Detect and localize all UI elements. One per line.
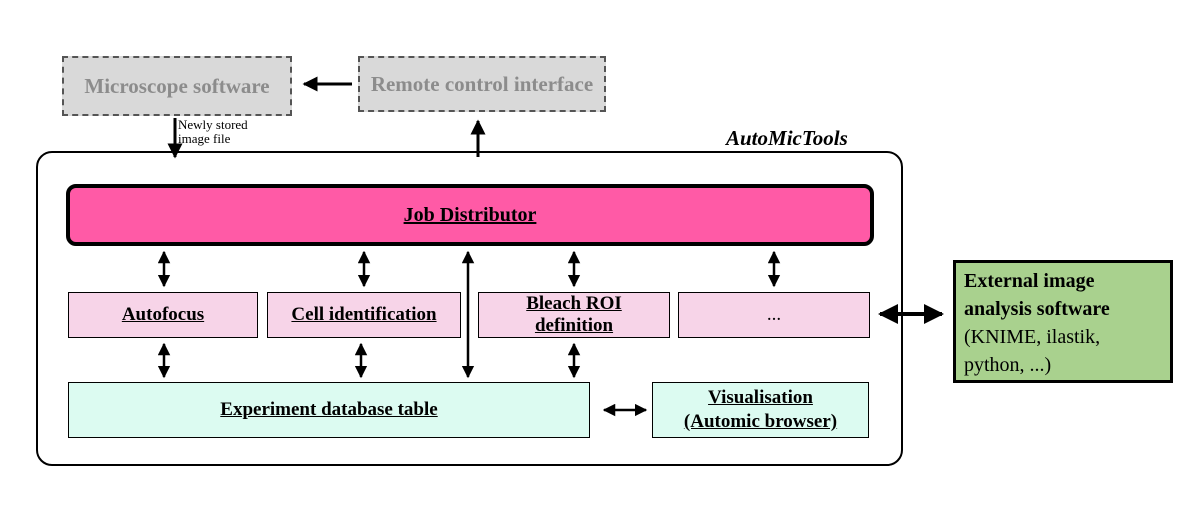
experiment-database-label: Experiment database table — [220, 399, 438, 420]
external-analysis-software-box: External image analysis software (KNIME,… — [953, 260, 1173, 383]
note-line-2: image file — [178, 131, 231, 146]
module-bleach-roi-definition: Bleach ROI definition — [478, 292, 670, 338]
module-cell-identification: Cell identification — [267, 292, 461, 338]
automic-browser-label: (Automic browser) — [683, 411, 838, 432]
microscope-software-label: Microscope software — [84, 73, 270, 98]
visualisation-label: Visualisation — [708, 387, 813, 408]
analysis-title-line-1: External image — [964, 270, 1095, 292]
microscope-software-box: Microscope software — [62, 56, 292, 116]
module-autofocus-label: Autofocus — [121, 304, 205, 325]
module-autofocus: Autofocus — [68, 292, 258, 338]
note-line-1: Newly stored — [178, 117, 248, 132]
analysis-detail-line-1: (KNIME, ilastik, — [964, 326, 1101, 348]
visualisation-box: Visualisation (Automic browser) — [652, 382, 869, 438]
remote-control-interface-label: Remote control interface — [370, 71, 594, 96]
module-more: ... — [678, 292, 870, 338]
remote-control-interface-box: Remote control interface — [358, 56, 606, 112]
job-distributor: Job Distributor — [66, 184, 874, 246]
job-distributor-label: Job Distributor — [403, 203, 537, 226]
automictools-title: AutoMicTools — [726, 126, 848, 150]
newly-stored-image-note: Newly stored image file — [178, 118, 298, 146]
analysis-title-line-2: analysis software — [964, 298, 1110, 320]
analysis-detail-line-2: python, ...) — [964, 354, 1052, 376]
experiment-database-table: Experiment database table — [68, 382, 590, 438]
module-bleach-roi-label: Bleach ROI definition — [526, 293, 622, 336]
module-cell-identification-label: Cell identification — [291, 304, 437, 325]
module-more-label: ... — [766, 304, 782, 325]
